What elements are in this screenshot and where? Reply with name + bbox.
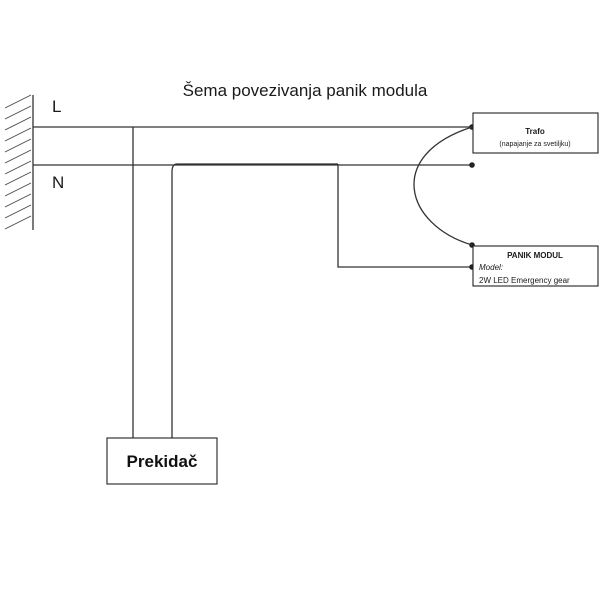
wall [4, 94, 34, 230]
panic-module-model-value: 2W LED Emergency gear [479, 276, 570, 285]
panic-module-feed-wire [337, 164, 470, 268]
trafo-subtitle: (napajanje za svetiljku) [499, 141, 570, 148]
switch-label: Prekidač [127, 452, 198, 471]
panic-module-model-label: Model: [479, 263, 503, 272]
switch-box [106, 437, 218, 485]
trafo-box [472, 112, 599, 154]
trafo-n-terminal [469, 162, 475, 168]
trafo-panic-arc [413, 126, 473, 246]
panic-module-box [472, 245, 599, 287]
trafo-title: Trafo [525, 127, 545, 136]
neutral-rail-label: N [52, 173, 64, 192]
line-rail-label: L [52, 97, 61, 116]
switch-wire-right [171, 163, 338, 438]
panic-module-title: PANIK MODUL [507, 251, 563, 260]
diagram-title: Šema povezivanja panik modula [183, 81, 428, 100]
